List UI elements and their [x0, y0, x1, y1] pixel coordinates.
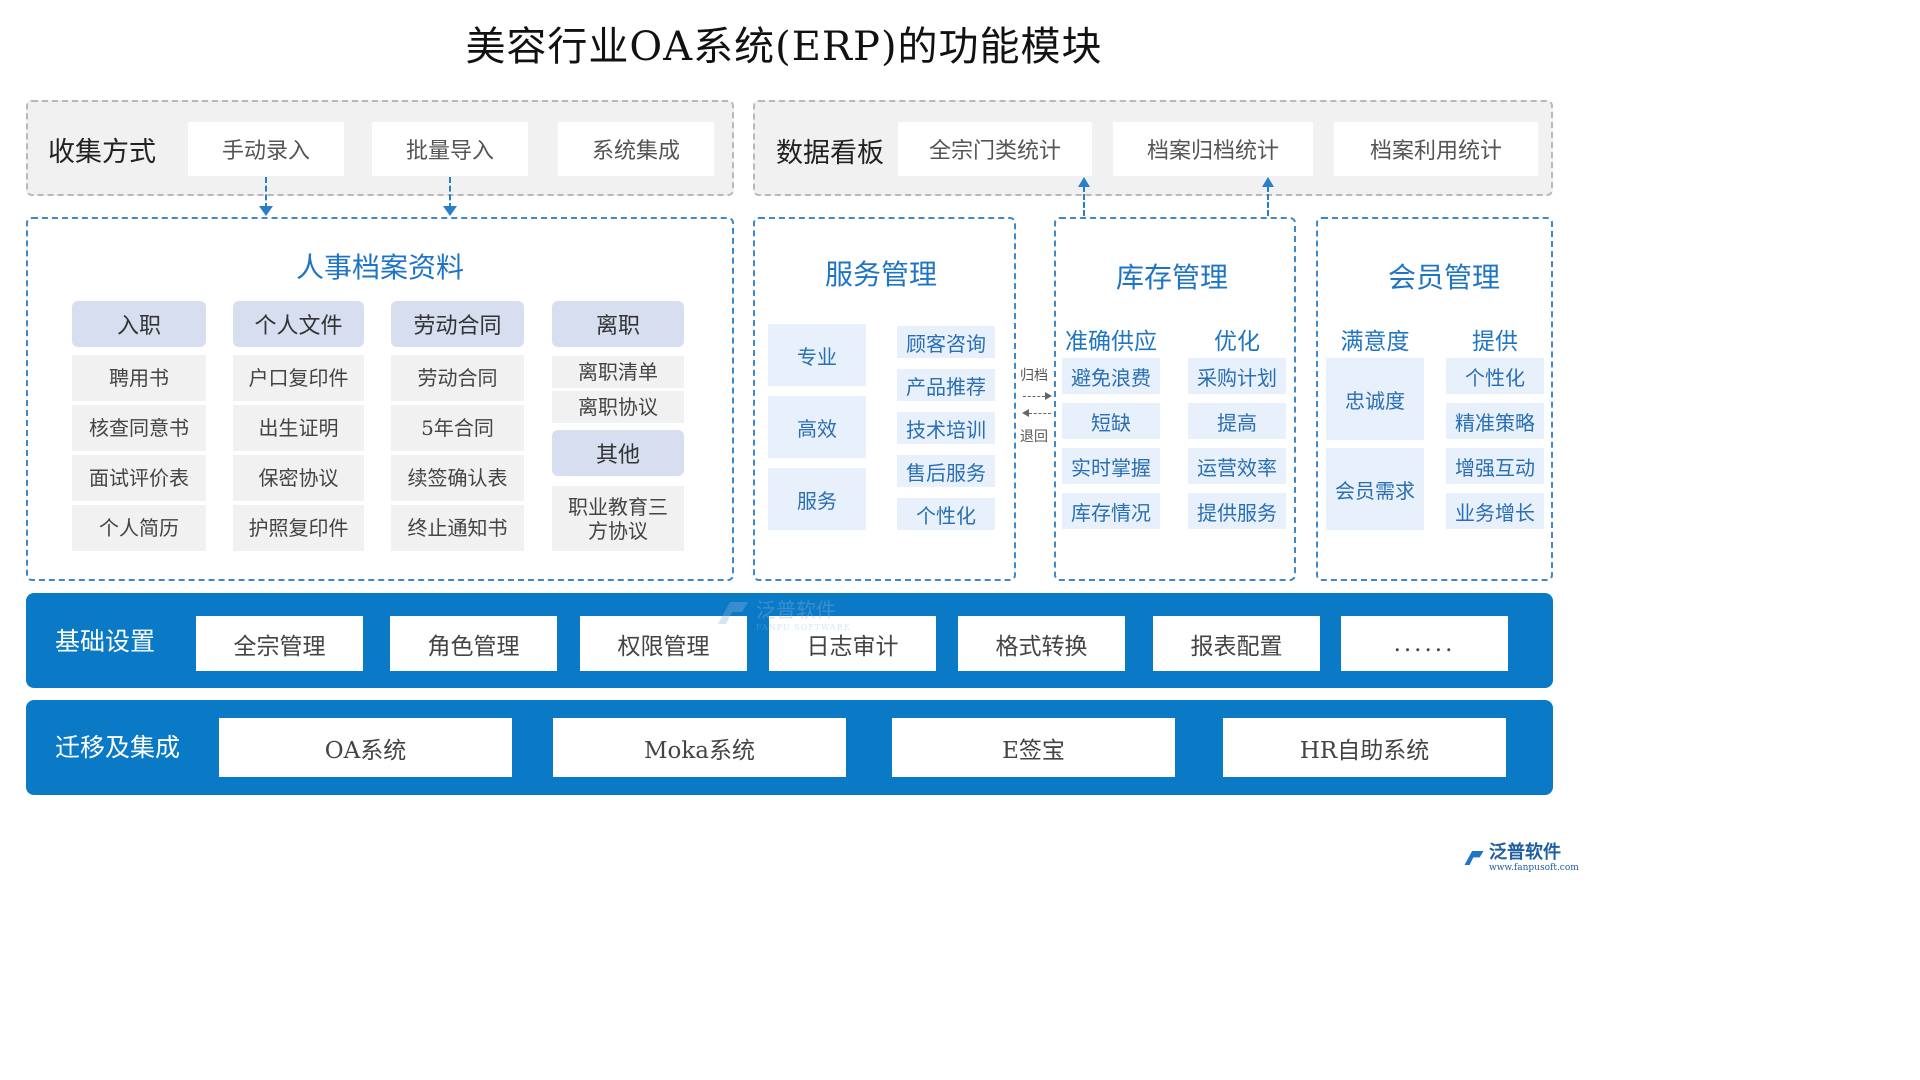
inventory-right-item[interactable]: 采购计划	[1188, 358, 1286, 394]
hr-contract-item[interactable]: 续签确认表	[391, 455, 524, 501]
arrow-up-line	[1267, 186, 1269, 216]
base-permission-button[interactable]: 权限管理	[580, 616, 747, 671]
service-item[interactable]: 个性化	[897, 498, 995, 530]
member-right-item[interactable]: 个性化	[1446, 358, 1544, 394]
hr-personal-header: 个人文件	[233, 301, 364, 347]
member-right-header: 提供	[1472, 329, 1518, 355]
collect-integration-button[interactable]: 系统集成	[558, 122, 714, 176]
inventory-right-header: 优化	[1214, 329, 1260, 355]
base-role-button[interactable]: 角色管理	[390, 616, 557, 671]
base-settings-label: 基础设置	[55, 627, 156, 656]
watermark-sub: FANPU SOFTWARE	[756, 623, 851, 632]
hr-resign-item[interactable]: 离职清单	[552, 356, 684, 388]
dashboard-category-stat[interactable]: 全宗门类统计	[898, 122, 1092, 176]
service-item[interactable]: 顾客咨询	[897, 326, 995, 358]
arrow-up-icon	[1262, 177, 1274, 187]
hr-personal-item[interactable]: 户口复印件	[233, 355, 364, 401]
inventory-left-header: 准确供应	[1065, 329, 1157, 355]
service-item[interactable]: 技术培训	[897, 412, 995, 444]
member-left-header: 满意度	[1340, 329, 1410, 355]
hr-personal-item[interactable]: 保密协议	[233, 455, 364, 501]
arrow-down-icon	[259, 206, 273, 216]
migrate-esign-button[interactable]: E签宝	[892, 718, 1175, 777]
service-item[interactable]: 产品推荐	[897, 369, 995, 401]
inventory-left-item[interactable]: 库存情况	[1062, 493, 1160, 529]
hr-contract-item[interactable]: 终止通知书	[391, 505, 524, 551]
fanpu-logo-icon	[718, 602, 748, 624]
flow-left-line	[1029, 413, 1051, 414]
migration-label: 迁移及集成	[55, 733, 181, 762]
inventory-right-item[interactable]: 提供服务	[1188, 493, 1286, 529]
arrow-down-line	[449, 177, 451, 209]
hr-resign-header: 离职	[552, 301, 684, 347]
hr-personal-item[interactable]: 护照复印件	[233, 505, 364, 551]
migrate-hr-button[interactable]: HR自助系统	[1223, 718, 1506, 777]
base-log-button[interactable]: 日志审计	[769, 616, 936, 671]
hr-entry-header: 入职	[72, 301, 206, 347]
base-fonds-button[interactable]: 全宗管理	[196, 616, 363, 671]
arrow-down-icon	[443, 206, 457, 216]
inventory-left-item[interactable]: 短缺	[1062, 403, 1160, 439]
hr-entry-item[interactable]: 个人简历	[72, 505, 206, 551]
flow-return-label: 退回	[1020, 429, 1048, 445]
hr-title: 人事档案资料	[295, 251, 464, 284]
service-title: 服务管理	[824, 258, 937, 291]
flow-archive-label: 归档	[1020, 368, 1048, 384]
collect-batch-button[interactable]: 批量导入	[372, 122, 528, 176]
dashboard-usage-stat[interactable]: 档案利用统计	[1334, 122, 1538, 176]
hr-contract-item[interactable]: 5年合同	[391, 405, 524, 451]
service-attr: 专业	[768, 324, 866, 386]
member-right-item[interactable]: 业务增长	[1446, 493, 1544, 529]
corner-logo-url: www.fanpusoft.com	[1489, 863, 1579, 873]
flow-right-line	[1023, 396, 1045, 397]
member-left-item[interactable]: 会员需求	[1326, 448, 1424, 530]
page-title: 美容行业OA系统(ERP)的功能模块	[465, 24, 1103, 70]
base-more-button[interactable]: ......	[1341, 616, 1508, 671]
inventory-left-item[interactable]: 实时掌握	[1062, 448, 1160, 484]
member-title: 会员管理	[1387, 261, 1500, 294]
hr-other-item[interactable]: 职业教育三方协议	[552, 486, 684, 551]
service-attr: 高效	[768, 396, 866, 458]
watermark: 泛普软件 FANPU SOFTWARE	[714, 594, 851, 632]
corner-logo-name: 泛普软件	[1489, 842, 1561, 863]
hr-entry-item[interactable]: 核查同意书	[72, 405, 206, 451]
arrow-left-icon	[1022, 409, 1029, 417]
hr-personal-item[interactable]: 出生证明	[233, 405, 364, 451]
migrate-moka-button[interactable]: Moka系统	[553, 718, 846, 777]
member-left-item[interactable]: 忠诚度	[1326, 358, 1424, 440]
service-attr: 服务	[768, 468, 866, 530]
collect-label: 收集方式	[48, 137, 156, 168]
hr-contract-header: 劳动合同	[391, 301, 524, 347]
base-format-button[interactable]: 格式转换	[958, 616, 1125, 671]
dashboard-archive-stat[interactable]: 档案归档统计	[1113, 122, 1313, 176]
migrate-oa-button[interactable]: OA系统	[219, 718, 512, 777]
base-report-button[interactable]: 报表配置	[1153, 616, 1320, 671]
dashboard-label: 数据看板	[776, 138, 884, 169]
hr-entry-item[interactable]: 聘用书	[72, 355, 206, 401]
inventory-right-item[interactable]: 运营效率	[1188, 448, 1286, 484]
member-right-item[interactable]: 精准策略	[1446, 403, 1544, 439]
fanpu-logo-icon	[1464, 851, 1484, 865]
service-item[interactable]: 售后服务	[897, 455, 995, 487]
member-right-item[interactable]: 增强互动	[1446, 448, 1544, 484]
arrow-up-icon	[1078, 177, 1090, 187]
inventory-left-item[interactable]: 避免浪费	[1062, 358, 1160, 394]
hr-other-header: 其他	[552, 430, 684, 476]
watermark-name: 泛普软件	[756, 598, 836, 622]
arrow-right-icon	[1045, 392, 1052, 400]
corner-logo: 泛普软件 www.fanpusoft.com	[1462, 843, 1579, 873]
inventory-title: 库存管理	[1115, 261, 1228, 294]
hr-entry-item[interactable]: 面试评价表	[72, 455, 206, 501]
collect-manual-button[interactable]: 手动录入	[188, 122, 344, 176]
arrow-down-line	[265, 177, 267, 209]
hr-contract-item[interactable]: 劳动合同	[391, 355, 524, 401]
inventory-right-item[interactable]: 提高	[1188, 403, 1286, 439]
hr-resign-item[interactable]: 离职协议	[552, 391, 684, 423]
arrow-up-line	[1083, 186, 1085, 216]
